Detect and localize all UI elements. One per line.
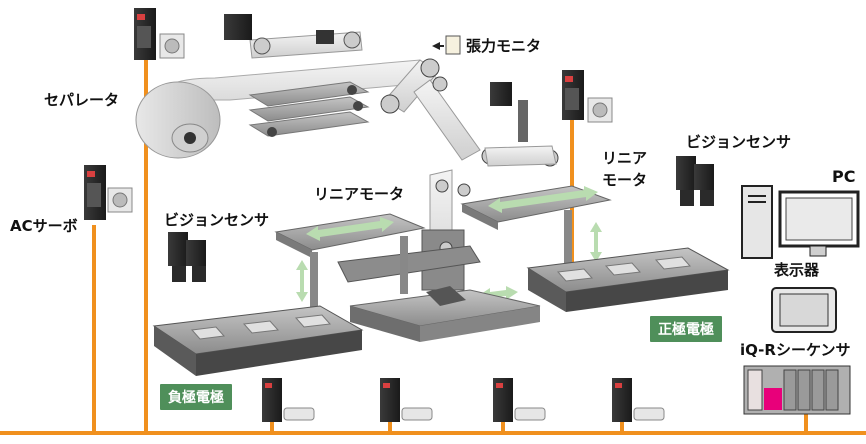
accumulator-plates — [248, 81, 370, 137]
hmi-display — [771, 287, 837, 333]
servo-amp-left — [84, 165, 133, 220]
tension-monitor-box — [432, 35, 461, 55]
vision-sensor-left — [168, 232, 206, 282]
top-conveyor — [224, 14, 363, 59]
vision-sensor-right-label: ビジョンセンサ — [686, 133, 792, 151]
servo-amp-top — [134, 8, 185, 60]
servo-amps-bottom — [262, 378, 665, 422]
positive-electrode-tag: 正極電極 — [650, 316, 722, 342]
iq-r-sequencer — [743, 365, 851, 415]
pc-label: PC — [832, 167, 856, 186]
dancer-rollers — [380, 58, 559, 167]
vision-sensor-left-label: ビジョンセンサ — [164, 211, 270, 229]
linear-motor-right-label-line1: リニア — [602, 149, 648, 167]
center-platform — [349, 286, 541, 342]
tension-monitor-label: 張力モニタ — [466, 37, 542, 55]
servo-amp-right — [562, 70, 613, 123]
linear-motor-center-label: リニアモータ — [314, 185, 405, 203]
sequencer-label: iQ-Rシーケンサ — [740, 341, 851, 359]
ac-servo-label: ACサーボ — [10, 217, 78, 235]
negative-electrode-conveyor — [152, 305, 364, 376]
display-label: 表示器 — [774, 261, 820, 279]
linear-motor-right-label-line2: モータ — [602, 171, 648, 189]
separator-label: セパレータ — [44, 91, 120, 109]
stack-column — [421, 169, 471, 291]
pc-computer — [741, 185, 860, 259]
vision-sensor-right — [676, 156, 714, 206]
positive-electrode-conveyor — [526, 247, 730, 312]
negative-electrode-tag: 負極電極 — [160, 384, 232, 410]
